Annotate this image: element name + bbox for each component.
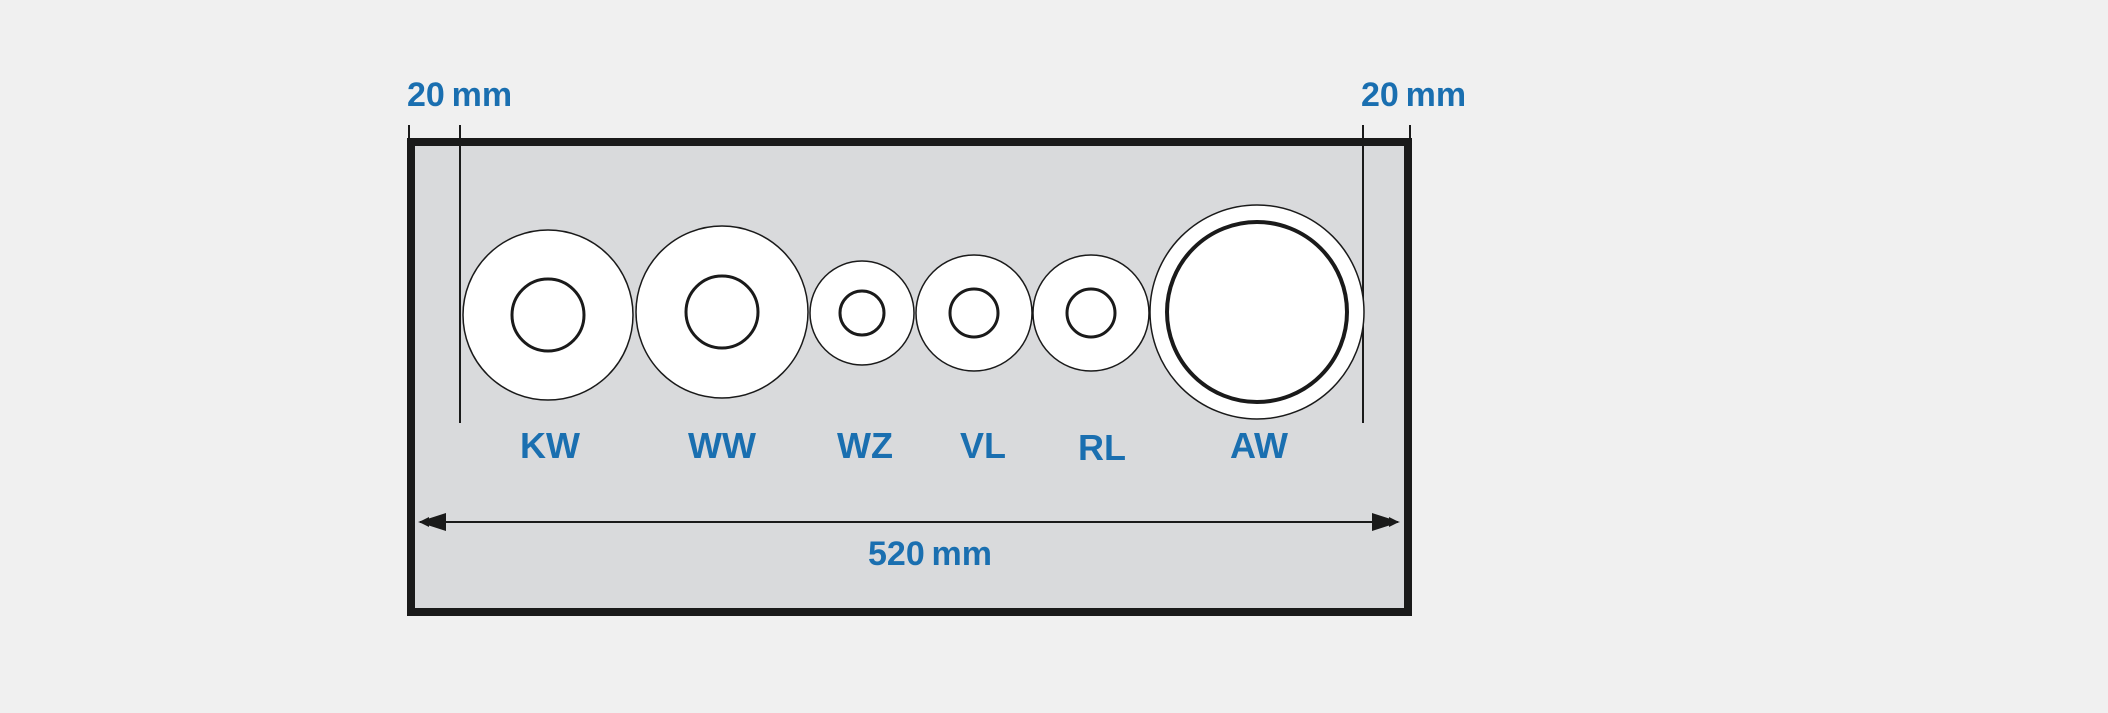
pipe-label-vl: VL xyxy=(960,425,1006,466)
pipe-rl-core xyxy=(1065,287,1117,339)
pipe-wz-core xyxy=(838,289,886,337)
pipe-label-rl: RL xyxy=(1078,427,1126,468)
margin-left-label: 20 mm xyxy=(407,76,512,114)
arrowhead-left-icon xyxy=(418,513,446,531)
pipe-aw xyxy=(1149,204,1365,420)
pipe-label-aw: AW xyxy=(1230,425,1288,466)
pipe-ww xyxy=(635,225,809,399)
arrowhead-right-icon xyxy=(1372,513,1400,531)
margin-right-label: 20 mm xyxy=(1361,76,1466,114)
pipe-vl xyxy=(915,254,1033,372)
total-width-label: 520 mm xyxy=(868,535,992,573)
pipe-kw xyxy=(462,229,634,401)
pipe-aw-core xyxy=(1165,220,1349,404)
pipe-ww-core xyxy=(684,274,760,350)
pipe-kw-core xyxy=(510,277,586,353)
pipes-group xyxy=(462,204,1365,420)
pipe-label-wz: WZ xyxy=(837,425,893,466)
pipe-label-ww: WW xyxy=(688,425,756,466)
pipe-rl xyxy=(1032,254,1150,372)
pipe-wz xyxy=(809,260,915,366)
pipe-vl-core xyxy=(948,287,1000,339)
pipe-label-kw: KW xyxy=(520,425,580,466)
